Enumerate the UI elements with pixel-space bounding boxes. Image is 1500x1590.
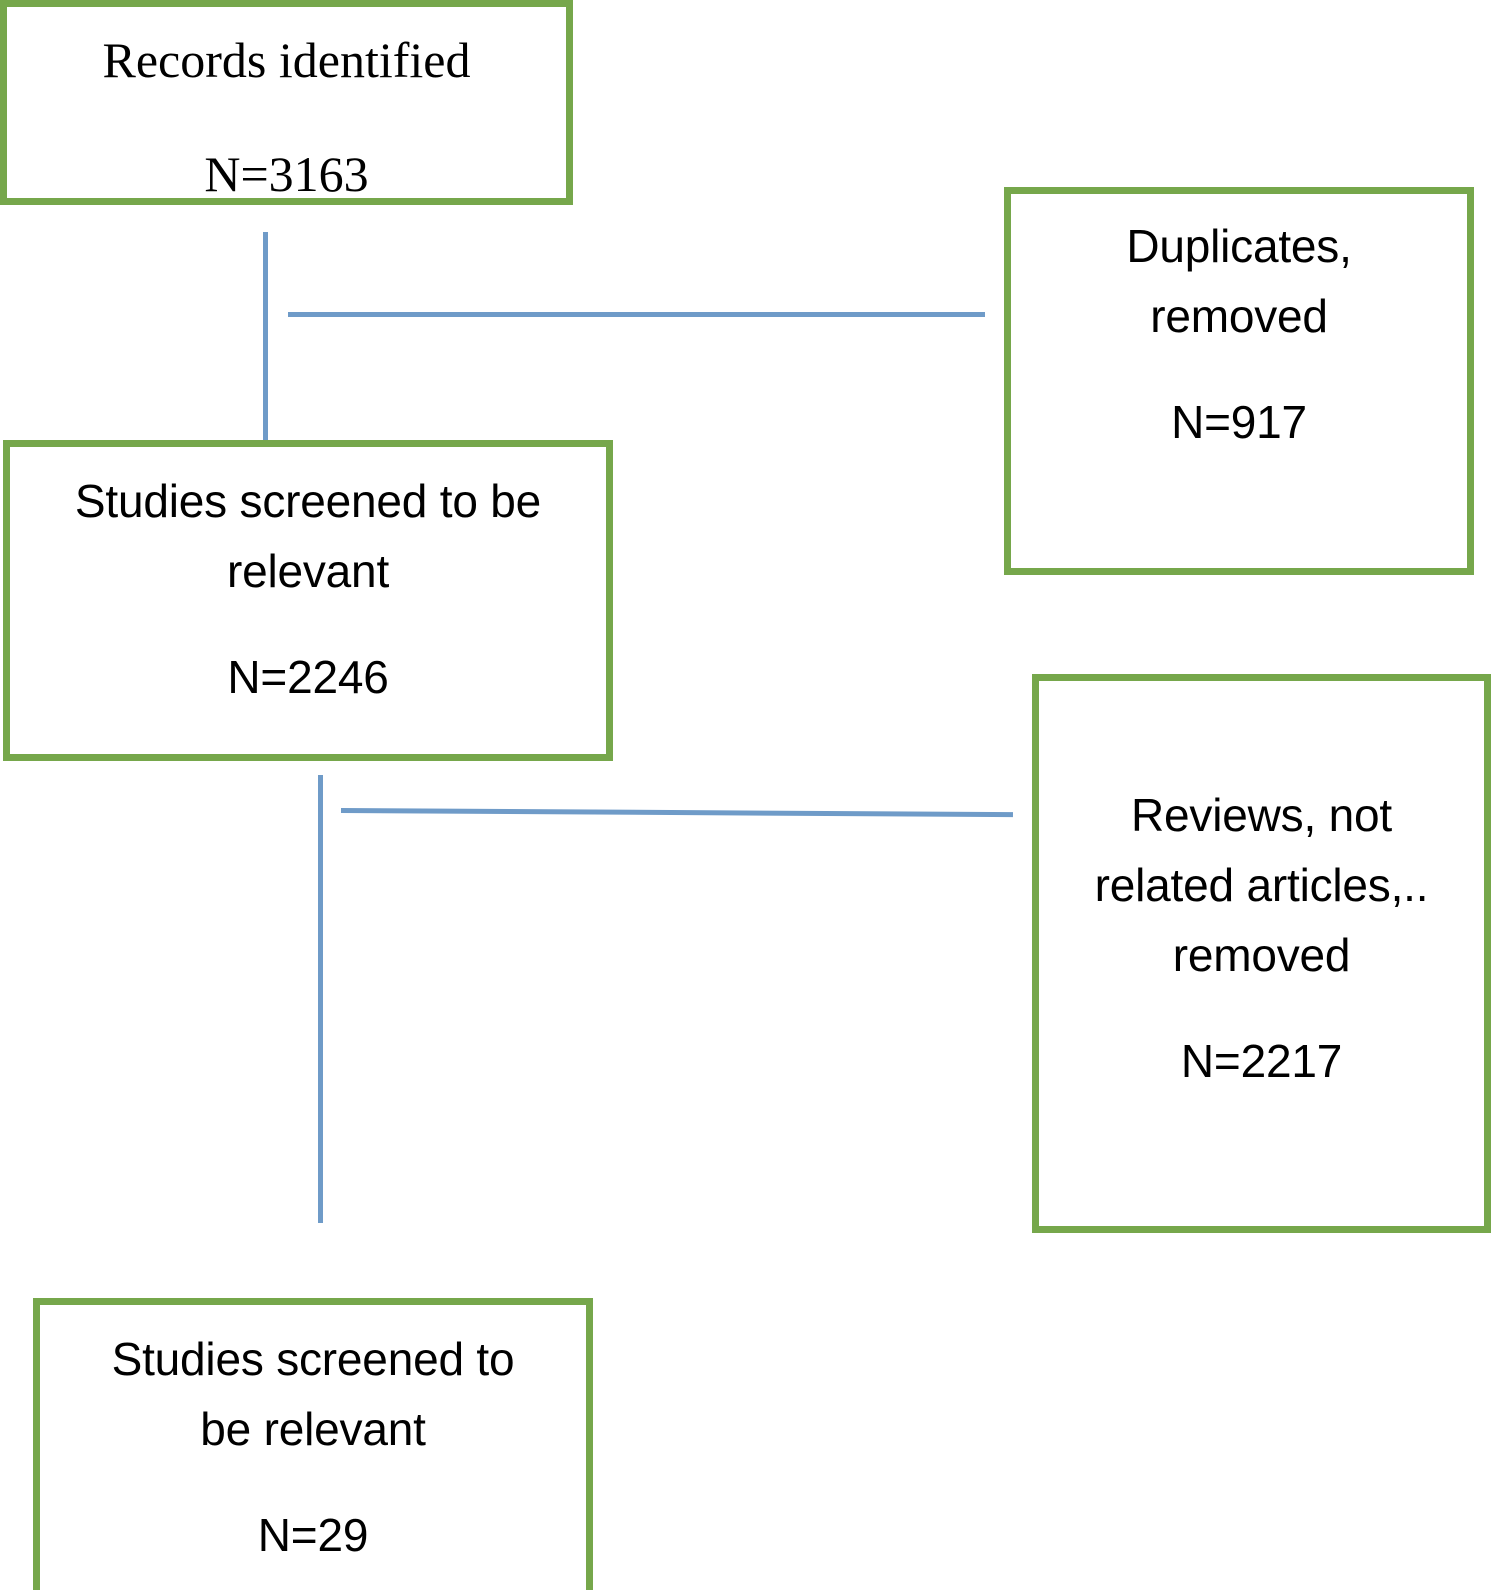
box-reviews-removed-title-line-1: Reviews, not (1131, 789, 1392, 841)
box-studies-screened-1-title-line-1: Studies screened to be (74, 475, 542, 527)
connector-records-to-duplicates (288, 312, 985, 317)
box-records-identified-count: N=3163 (204, 146, 369, 202)
box-studies-screened-1-title-line-2: relevant (226, 544, 390, 597)
box-studies-screened-2-title-line-2: be relevant (200, 1402, 426, 1455)
connector-screened-to-final (318, 775, 323, 1223)
connector-screened-to-reviews (340, 808, 1014, 818)
box-records-identified-title: Records identified (102, 32, 471, 88)
box-duplicates-removed: Duplicates, removed N=917 (1004, 187, 1474, 575)
box-reviews-removed-title-line-3: removed (1172, 928, 1351, 981)
box-reviews-removed: Reviews, not related articles,.. removed… (1032, 674, 1491, 1233)
box-duplicates-removed-count: N=917 (1171, 395, 1307, 448)
box-reviews-removed-title-line-2: related articles,.. (1094, 858, 1429, 911)
box-duplicates-removed-title-line-2: removed (1150, 289, 1328, 342)
box-studies-screened-relevant-2: Studies screened to be relevant N=29 (33, 1298, 593, 1590)
box-studies-screened-2-count: N=29 (257, 1508, 369, 1561)
box-studies-screened-1-count: N=2246 (227, 650, 389, 703)
box-reviews-removed-count: N=2217 (1180, 1034, 1343, 1087)
box-studies-screened-relevant-1: Studies screened to be relevant N=2246 (3, 440, 613, 761)
box-duplicates-removed-title-line-1: Duplicates, (1126, 220, 1352, 272)
box-records-identified: Records identified N=3163 (0, 0, 573, 205)
connector-records-to-screened (263, 232, 268, 444)
box-studies-screened-2-title-line-1: Studies screened to (111, 1333, 515, 1385)
